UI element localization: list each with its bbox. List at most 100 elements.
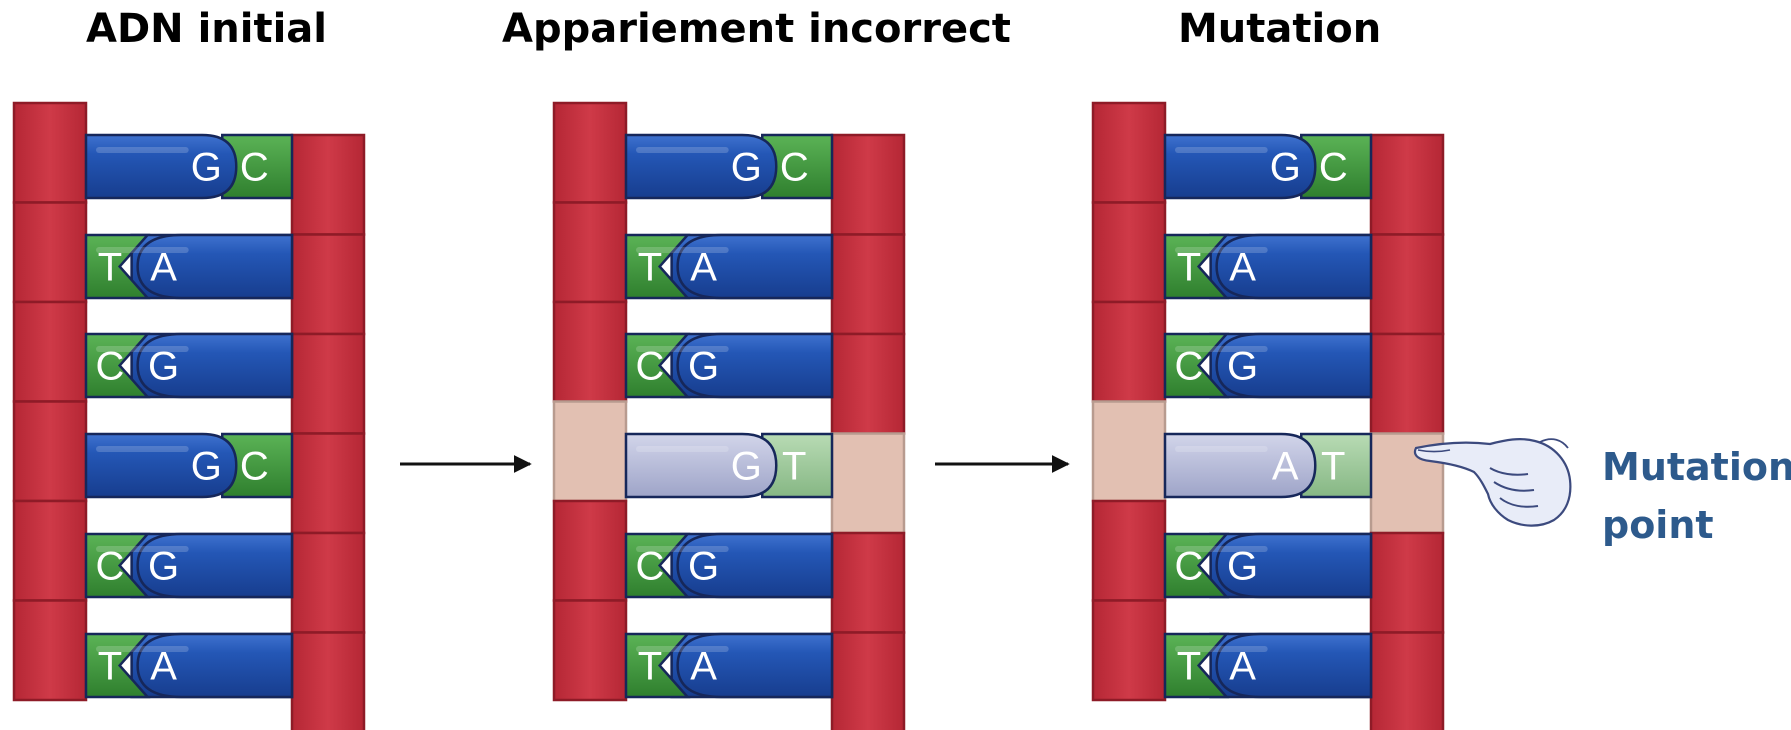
base-letter-left: C	[1175, 345, 1204, 389]
backbone-left-segment	[12, 300, 88, 403]
backbone-left-segment	[1091, 599, 1167, 702]
base-highlight	[96, 446, 189, 452]
mutation-point-label-line2: point	[1602, 503, 1714, 547]
backbone-right-segment	[290, 531, 366, 634]
base-letter-right: G	[148, 545, 179, 589]
backbone-left-segment	[12, 499, 88, 602]
base-right-shape-A	[1215, 233, 1373, 300]
base-letter-left: T	[638, 246, 662, 290]
base-highlight	[1175, 147, 1268, 153]
base-right-shape-A	[1215, 632, 1373, 699]
base-letter-left: C	[96, 545, 125, 589]
mutation-point-label: Mutation point	[1602, 438, 1791, 554]
base-highlight	[96, 346, 189, 352]
base-left-T	[624, 632, 691, 699]
backbone-left-segment	[552, 499, 628, 602]
base-left-T	[84, 233, 151, 300]
base-letter-left: G	[1270, 146, 1301, 190]
base-left-C	[84, 332, 151, 399]
base-highlight	[1175, 646, 1268, 652]
base-letter-right: A	[1229, 246, 1256, 290]
base-letter-left: C	[636, 345, 665, 389]
base-highlight	[1175, 446, 1268, 452]
base-left-C	[84, 532, 151, 599]
base-letter-right: C	[240, 445, 269, 489]
base-letter-right: A	[690, 645, 717, 689]
backbone-left-segment	[1091, 300, 1167, 403]
base-highlight	[1175, 247, 1268, 253]
base-letter-left: G	[191, 146, 222, 190]
base-highlight	[96, 646, 189, 652]
base-letter-left: G	[731, 146, 762, 190]
base-right-shape-A	[676, 632, 834, 699]
base-highlight	[1175, 546, 1268, 552]
base-letter-right: A	[690, 246, 717, 290]
base-letter-right: G	[148, 345, 179, 389]
base-letter-right: A	[150, 645, 177, 689]
backbone-left-segment	[552, 201, 628, 304]
base-highlight	[636, 147, 729, 153]
base-left-A	[1163, 432, 1317, 499]
base-left-G	[1163, 133, 1317, 200]
base-letter-right: G	[688, 345, 719, 389]
mutation-point-label-line1: Mutation	[1602, 445, 1791, 489]
base-highlight	[96, 546, 189, 552]
backbone-right-segment	[830, 332, 906, 435]
base-letter-left: G	[191, 445, 222, 489]
base-letter-left: T	[98, 246, 122, 290]
base-highlight	[1175, 346, 1268, 352]
base-left-C	[624, 332, 691, 399]
base-right-shape-G	[136, 332, 294, 399]
backbone-right-segment	[830, 432, 906, 535]
backbone-right-segment	[290, 432, 366, 535]
backbone-right-segment	[830, 133, 906, 236]
base-highlight	[636, 546, 729, 552]
base-letter-right: C	[780, 146, 809, 190]
base-left-C	[624, 532, 691, 599]
base-letter-left: T	[98, 645, 122, 689]
backbone-left-segment	[1091, 201, 1167, 304]
backbone-right-segment	[1369, 631, 1445, 730]
base-left-G	[624, 432, 778, 499]
base-right-shape-A	[136, 233, 294, 300]
backbone-left-segment	[12, 101, 88, 204]
base-letter-right: T	[782, 445, 806, 489]
base-letter-left: A	[1272, 445, 1299, 489]
backbone-left-segment	[12, 201, 88, 304]
base-highlight	[96, 147, 189, 153]
backbone-right-segment	[830, 233, 906, 336]
panel-title-mismatch: Appariement incorrect	[502, 6, 1011, 52]
base-right-shape-A	[136, 632, 294, 699]
base-left-T	[1163, 632, 1230, 699]
base-letter-right: C	[240, 146, 269, 190]
base-letter-right: G	[1227, 545, 1258, 589]
base-letter-left: G	[731, 445, 762, 489]
base-highlight	[96, 247, 189, 253]
base-right-C	[221, 133, 294, 200]
backbone-left-segment	[1091, 499, 1167, 602]
base-right-shape-G	[1215, 532, 1373, 599]
backbone-right-segment	[1369, 233, 1445, 336]
base-right-shape-A	[676, 233, 834, 300]
base-left-C	[1163, 532, 1230, 599]
base-letter-left: C	[636, 545, 665, 589]
base-right-shape-G	[136, 532, 294, 599]
backbone-left-segment	[1091, 400, 1167, 503]
panel-title-initial: ADN initial	[86, 6, 327, 52]
backbone-left-segment	[552, 101, 628, 204]
